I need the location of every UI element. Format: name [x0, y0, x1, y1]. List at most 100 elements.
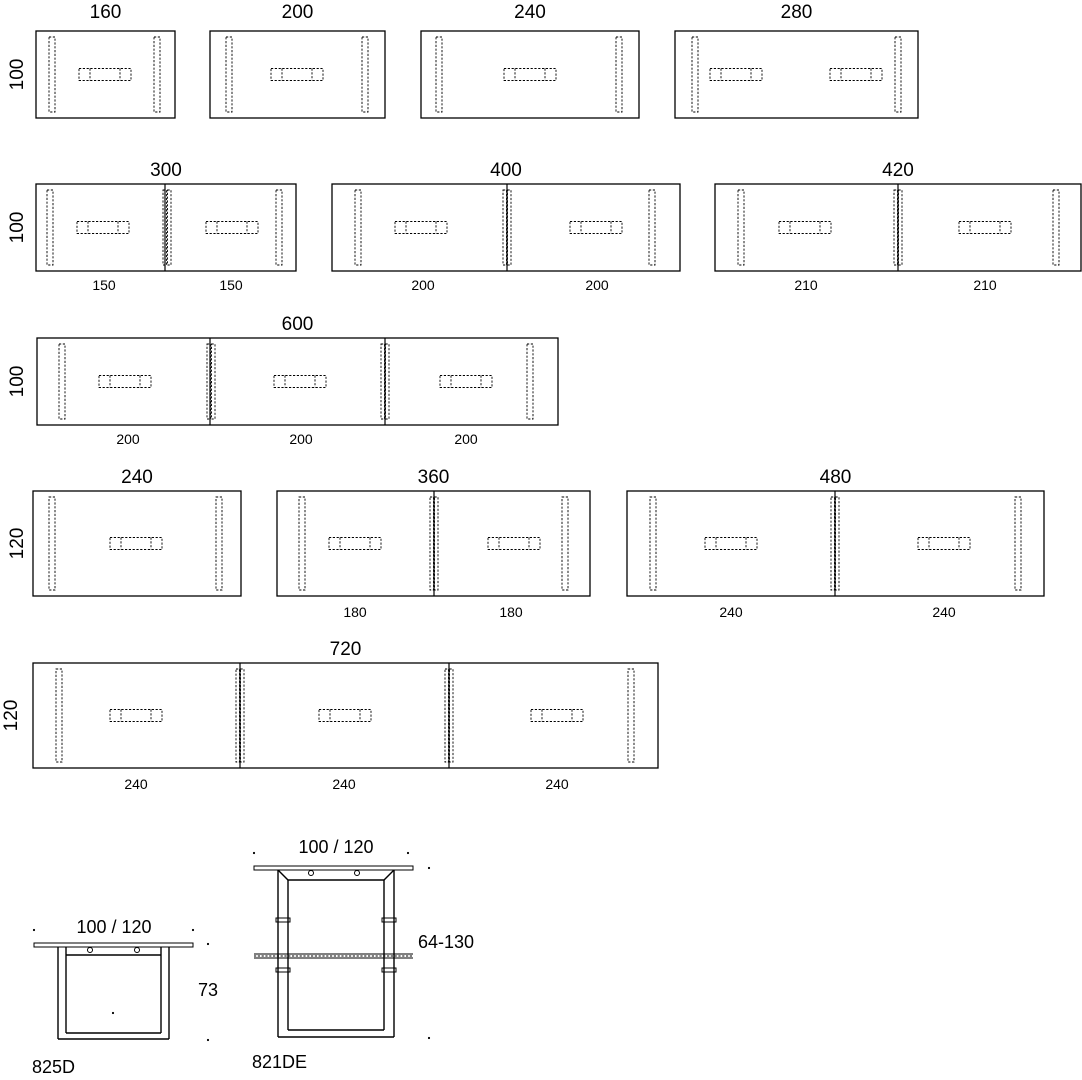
leg-outline [354, 189, 362, 266]
cable-box-outline [778, 221, 832, 234]
section-length-label: 240 [332, 776, 356, 792]
leg-outline [55, 668, 63, 763]
leg-outline [737, 189, 745, 266]
section-length-label: 200 [116, 431, 140, 447]
depth-label: 100 [7, 366, 28, 398]
column-joint [381, 917, 397, 923]
leg-outline [225, 36, 233, 113]
leg-outline [526, 343, 534, 420]
leg-outline [507, 189, 512, 266]
cable-box-outline [205, 221, 259, 234]
leg-outline [48, 496, 56, 591]
dimension-tick [191, 928, 195, 932]
leg-outline [434, 496, 439, 591]
cable-box-outline [109, 537, 163, 550]
length-label: 240 [121, 467, 153, 488]
leg-outline [449, 668, 454, 763]
length-label: 240 [514, 2, 546, 23]
table-plan-t720: 720 120 240 240 240 [1, 639, 659, 792]
width-label: 100 / 120 [298, 837, 373, 857]
leg-outline [429, 496, 434, 591]
cable-box-outline [569, 221, 623, 234]
cable-box-outline [270, 68, 324, 81]
table-top-outline [209, 30, 386, 119]
section-length-label: 240 [932, 604, 956, 620]
cable-box-outline [704, 537, 758, 550]
table-top-outline [35, 183, 297, 272]
section-length-label: 240 [719, 604, 743, 620]
depth-label: 120 [1, 700, 22, 732]
section-length-label: 240 [545, 776, 569, 792]
section-length-label: 240 [124, 776, 148, 792]
leg-outline [691, 36, 699, 113]
cable-box-outline [318, 709, 372, 722]
leg-outline [167, 189, 172, 266]
leg-outline [380, 343, 385, 420]
tabletop-edge [253, 865, 414, 871]
leg-outline [215, 496, 223, 591]
cable-box-outline [917, 537, 971, 550]
cable-port [87, 947, 93, 953]
leg-outline [898, 189, 903, 266]
leg-outline [206, 343, 211, 420]
cable-box-outline [76, 221, 130, 234]
depth-label: 120 [7, 528, 28, 560]
leg-outline [894, 36, 902, 113]
leg-outline [211, 343, 216, 420]
table-plan-t240a: 240 [420, 2, 640, 119]
tabletop-edge [33, 942, 194, 948]
dimension-tick [427, 866, 431, 870]
leg-outline [162, 189, 167, 266]
cable-box-outline [109, 709, 163, 722]
length-label: 360 [418, 467, 450, 488]
section-length-label: 180 [343, 604, 367, 620]
dimension-tick [111, 1011, 115, 1015]
cable-box-outline [829, 68, 883, 81]
cable-box-outline [328, 537, 382, 550]
section-length-label: 200 [289, 431, 313, 447]
dimension-tick [206, 1038, 210, 1042]
leg-outline [649, 496, 657, 591]
leg-outline [627, 668, 635, 763]
dimension-tick [406, 851, 410, 855]
table-plan-t400: 400 200 200 [331, 160, 681, 293]
dimension-tick [32, 928, 36, 932]
model-label: 821DE [252, 1052, 307, 1072]
table-top-outline [32, 490, 242, 597]
cable-box-outline [958, 221, 1012, 234]
section-length-label: 200 [411, 277, 435, 293]
dimension-tick [252, 851, 256, 855]
section-length-label: 150 [92, 277, 116, 293]
height-label: 73 [198, 980, 218, 1000]
section-length-label: 200 [585, 277, 609, 293]
table-plan-t200: 200 [209, 2, 386, 119]
table-plan-t240b: 240 120 [7, 467, 242, 597]
cable-box-outline [709, 68, 763, 81]
leg-outline [235, 668, 240, 763]
length-label: 720 [330, 639, 362, 660]
leg-outline [893, 189, 898, 266]
leg-outline [648, 189, 656, 266]
leg-outline [561, 496, 569, 591]
length-label: 160 [90, 2, 122, 23]
length-label: 400 [490, 160, 522, 181]
cable-box-outline [78, 68, 132, 81]
section-length-label: 200 [454, 431, 478, 447]
frame-bar [277, 869, 395, 881]
leg-outline [835, 496, 840, 591]
length-label: 300 [150, 160, 182, 181]
cable-box-outline [439, 375, 493, 388]
cable-box-outline [503, 68, 557, 81]
leg-outline [502, 189, 507, 266]
leg-outline [275, 189, 283, 266]
section-length-label: 150 [219, 277, 243, 293]
table-top-outline [36, 337, 559, 426]
